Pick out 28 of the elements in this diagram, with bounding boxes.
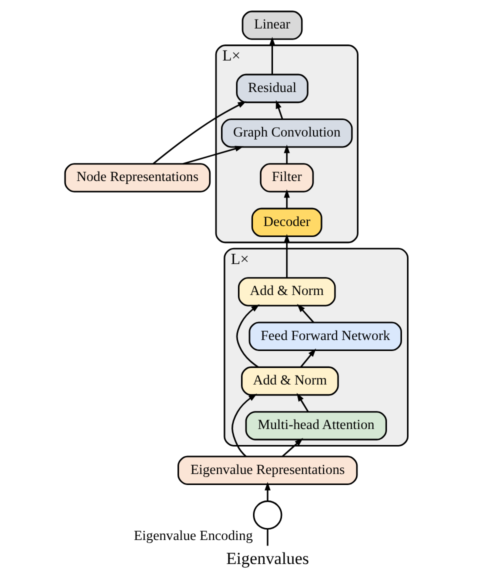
node-box: Linear [241, 10, 302, 40]
node-box: Residual [236, 74, 308, 104]
node-box: Node Representations [64, 163, 210, 192]
arrow [275, 100, 283, 120]
arrow [152, 101, 246, 164]
arrow [300, 348, 316, 368]
node-text: Eigenvalues [226, 549, 308, 568]
connector [266, 528, 268, 546]
node-box: Add & Norm [240, 366, 338, 396]
arrow [283, 234, 290, 278]
node-box: Multi-head Attention [244, 411, 386, 440]
node-box: Decoder [250, 208, 322, 238]
node-box: Eigenvalue Representations [177, 456, 358, 486]
node-box: Add & Norm [237, 277, 336, 306]
arrow [296, 304, 314, 323]
node-box: Graph Convolution [220, 118, 352, 148]
arrow [281, 438, 303, 458]
arrow [283, 144, 290, 164]
arrow [264, 482, 270, 502]
arrow [182, 146, 244, 165]
node-box: Filter [259, 163, 314, 192]
node-circle [252, 500, 282, 530]
arrow [283, 189, 290, 208]
arrow [268, 36, 275, 74]
node-label: Eigenvalue Encoding [133, 528, 252, 543]
arrow [296, 392, 308, 412]
node-box: Feed Forward Network [248, 322, 402, 352]
arrow [236, 304, 260, 368]
